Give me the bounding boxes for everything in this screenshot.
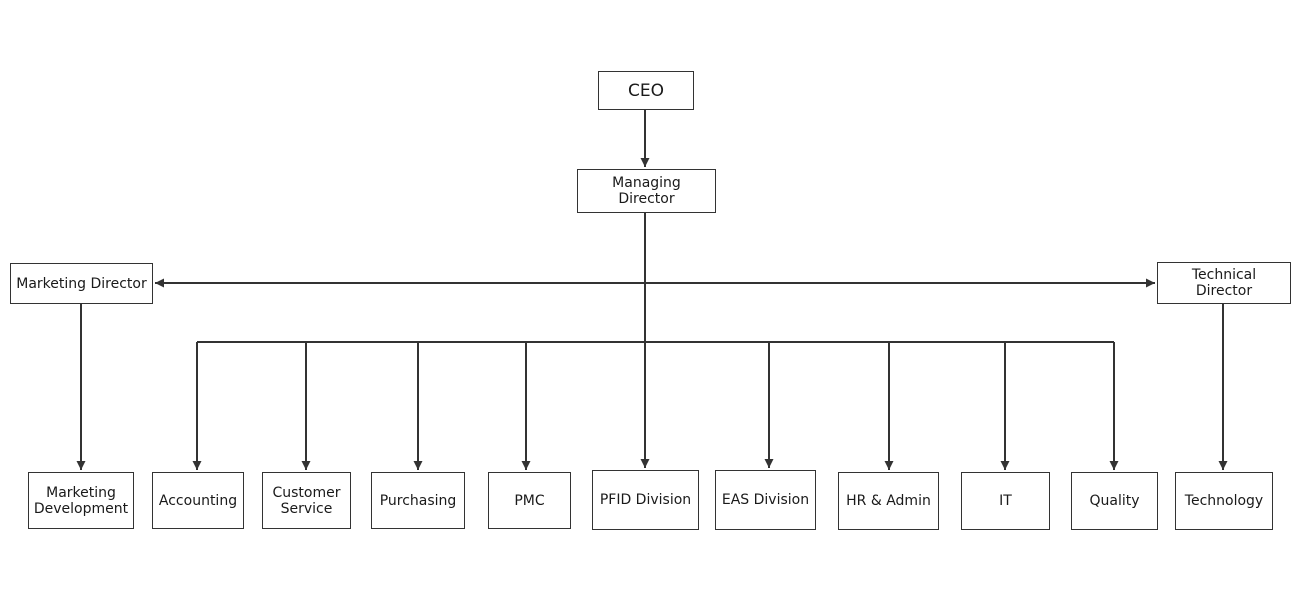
node-marketing-development: Marketing Development xyxy=(28,472,134,529)
node-purchasing: Purchasing xyxy=(371,472,465,529)
node-label: Technical Director xyxy=(1191,267,1257,299)
node-label: HR & Admin xyxy=(846,493,931,509)
node-pfid-division: PFID Division xyxy=(592,470,699,530)
node-it: IT xyxy=(961,472,1050,530)
node-technical-director: Technical Director xyxy=(1157,262,1291,304)
node-technology: Technology xyxy=(1175,472,1273,530)
node-label: Marketing Director xyxy=(16,275,147,292)
node-label: Quality xyxy=(1089,493,1140,509)
node-label: Technology xyxy=(1184,493,1264,509)
node-label: PMC xyxy=(514,492,545,509)
node-pmc: PMC xyxy=(488,472,571,529)
node-customer-service: Customer Service xyxy=(262,472,351,529)
node-label: PFID Division xyxy=(599,492,692,508)
node-label: Marketing Development xyxy=(33,484,129,517)
node-eas-division: EAS Division xyxy=(715,470,816,530)
node-label: CEO xyxy=(628,80,664,101)
node-label: Accounting xyxy=(158,492,238,509)
node-accounting: Accounting xyxy=(152,472,244,529)
node-label: Purchasing xyxy=(379,492,457,509)
node-quality: Quality xyxy=(1071,472,1158,530)
node-managing-director: Managing Director xyxy=(577,169,716,213)
node-label: Managing Director xyxy=(612,175,681,207)
node-label: Customer Service xyxy=(272,484,341,517)
node-ceo: CEO xyxy=(598,71,694,110)
node-hr-admin: HR & Admin xyxy=(838,472,939,530)
node-marketing-director: Marketing Director xyxy=(10,263,153,304)
node-label: EAS Division xyxy=(721,492,810,508)
node-label: IT xyxy=(999,493,1012,509)
